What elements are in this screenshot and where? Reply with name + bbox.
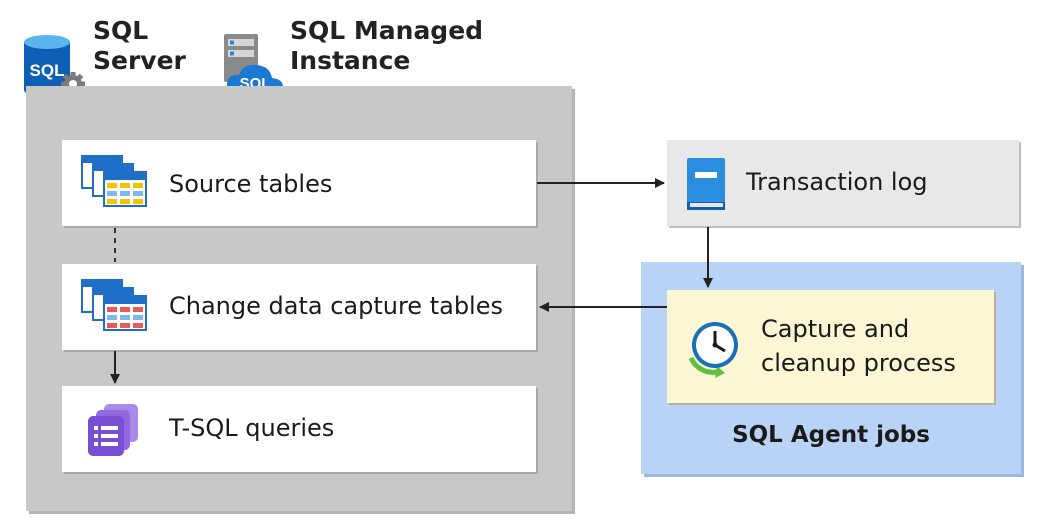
tsql-queries-box: T-SQL queries — [62, 386, 536, 472]
capture-cleanup-box: Capture and cleanup process — [667, 290, 994, 403]
transaction-log-label: Transaction log — [746, 168, 928, 196]
transaction-log-box: Transaction log — [667, 140, 1019, 226]
cdc-tables-label: Change data capture tables — [169, 292, 503, 320]
cdc-tables-box: Change data capture tables — [62, 264, 536, 350]
source-tables-box: Source tables — [62, 140, 536, 226]
sql-agent-jobs-panel: Capture and cleanup process SQL Agent jo… — [641, 262, 1021, 474]
cdc-tables-icon — [81, 279, 147, 331]
sql-agent-jobs-label: SQL Agent jobs — [732, 422, 930, 448]
source-tables-icon — [81, 155, 147, 207]
clock-icon — [688, 322, 738, 378]
sql-server-header: SQL Server — [93, 16, 186, 75]
sql-server-badge-text: SQL — [30, 61, 65, 80]
source-tables-label: Source tables — [169, 170, 333, 198]
sql-managed-instance-header: SQL Managed Instance — [290, 16, 484, 75]
book-icon — [687, 158, 725, 210]
tsql-queries-label: T-SQL queries — [169, 414, 335, 442]
tsql-queries-icon — [88, 404, 138, 456]
capture-cleanup-label: Capture and cleanup process — [761, 315, 956, 377]
